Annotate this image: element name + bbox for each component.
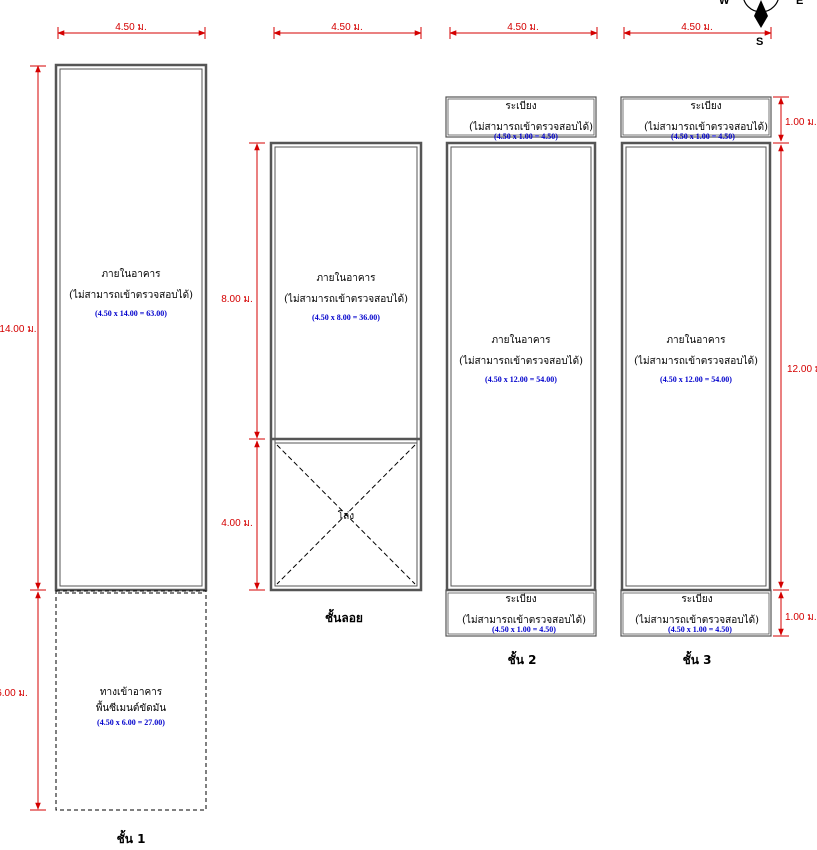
floor1-inner-wall — [54, 63, 208, 592]
floor2-inner-note: (ไม่สามารถเข้าตรวจสอบได้) — [459, 355, 583, 367]
floor1-entrance-area: (4.50 x 6.00 = 27.00) — [97, 718, 165, 727]
mezzanine-title: ชั้นลอย — [325, 608, 363, 625]
floor3-top-label: ระเบียง — [690, 100, 721, 112]
mezzanine-plan: ภายในอาคาร (ไม่สามารถเข้าตรวจสอบได้) (4.… — [269, 141, 423, 625]
floor3-bottom-label: ระเบียง — [681, 593, 712, 605]
f1-entrance-height-label: 6.00 ม. — [0, 688, 28, 699]
f3-top-balcony-height-label: 1.00 ม. — [785, 117, 817, 128]
mezz-inner-height-label: 8.00 ม. — [221, 294, 253, 305]
f3-inner-height-label: 12.00 ม. — [787, 364, 817, 375]
f1-inner-height-label: 14.00 ม. — [0, 324, 37, 335]
floor2-bottom-label: ระเบียง — [505, 593, 536, 605]
floor2-title: ชั้น 2 — [508, 650, 537, 667]
floor1-entrance-label: ทางเข้าอาคาร — [100, 686, 163, 698]
floor1-inner-area: (4.50 x 14.00 = 63.00) — [95, 309, 167, 318]
compass-east: E — [796, 0, 803, 7]
floor2-top-label: ระเบียง — [505, 100, 536, 112]
mezzanine-inner-label: ภายในอาคาร — [316, 272, 376, 284]
floor1-plan: ภายในอาคาร (ไม่สามารถเข้าตรวจสอบได้) (4.… — [54, 63, 208, 846]
floor2-bottom-area: (4.50 x 1.00 = 4.50) — [492, 625, 556, 634]
floor2-top-note: (ไม่สามารถเข้าตรวจสอบได้) — [469, 121, 593, 133]
floor1-inner-label: ภายในอาคาร — [101, 268, 161, 280]
floor3-bottom-balcony — [620, 589, 772, 637]
floor1-inner-note: (ไม่สามารถเข้าตรวจสอบได้) — [69, 289, 193, 301]
floor2-top-balcony — [445, 96, 597, 138]
floor3-top-note: (ไม่สามารถเข้าตรวจสอบได้) — [644, 121, 768, 133]
mezz-void-height-label: 4.00 ม. — [221, 518, 253, 529]
mezzanine-height-dimensions — [249, 142, 265, 591]
floor3-inner-area: (4.50 x 12.00 = 54.00) — [660, 375, 732, 384]
floor2-bottom-balcony — [445, 589, 597, 637]
mezzanine-inner-area: (4.50 x 8.00 = 36.00) — [312, 313, 380, 322]
floor3-inner-label: ภายในอาคาร — [666, 334, 726, 346]
floor1-title: ชั้น 1 — [117, 829, 146, 846]
mezzanine-outer-wall — [269, 141, 423, 592]
floor2-top-area: (4.50 x 1.00 = 4.50) — [494, 132, 558, 141]
floor1-entrance-outline — [55, 590, 207, 811]
floor3-title: ชั้น 3 — [683, 650, 712, 667]
floor1-entrance-sub: พื้นซีเมนต์ขัดมัน — [96, 700, 166, 714]
f2-width-label: 4.50 ม. — [507, 22, 539, 33]
compass: W E S — [719, 0, 803, 48]
mezz-width-label: 4.50 ม. — [331, 22, 363, 33]
floor3-plan: ระเบียง (ไม่สามารถเข้าตรวจสอบได้) (4.50 … — [620, 96, 772, 667]
width-dimensions — [57, 27, 772, 39]
mezzanine-void-label: โล่ง — [338, 509, 354, 522]
void-cross-line — [276, 444, 416, 585]
compass-rose-icon — [743, 0, 779, 28]
f3-width-label: 4.50 ม. — [681, 22, 713, 33]
floor3-height-dimensions — [773, 96, 789, 637]
mezzanine-inner-note: (ไม่สามารถเข้าตรวจสอบได้) — [284, 293, 408, 305]
floor2-plan: ระเบียง (ไม่สามารถเข้าตรวจสอบได้) (4.50 … — [445, 96, 597, 667]
floor2-inner-label: ภายในอาคาร — [491, 334, 551, 346]
f1-width-label: 4.50 ม. — [115, 22, 147, 33]
compass-west: W — [719, 0, 730, 7]
floor3-top-area: (4.50 x 1.00 = 4.50) — [671, 132, 735, 141]
floor2-inner-area: (4.50 x 12.00 = 54.00) — [485, 375, 557, 384]
floor1-inner-wall-line — [59, 68, 203, 587]
floor3-inner-note: (ไม่สามารถเข้าตรวจสอบได้) — [634, 355, 758, 367]
floor2-bottom-note: (ไม่สามารถเข้าตรวจสอบได้) — [462, 614, 586, 626]
compass-south: S — [756, 36, 763, 48]
f3-bottom-balcony-height-label: 1.00 ม. — [785, 612, 817, 623]
floor3-bottom-area: (4.50 x 1.00 = 4.50) — [668, 625, 732, 634]
floor1-height-dimensions — [30, 65, 46, 811]
floor3-top-balcony — [620, 96, 772, 138]
floor3-bottom-note: (ไม่สามารถเข้าตรวจสอบได้) — [635, 614, 759, 626]
